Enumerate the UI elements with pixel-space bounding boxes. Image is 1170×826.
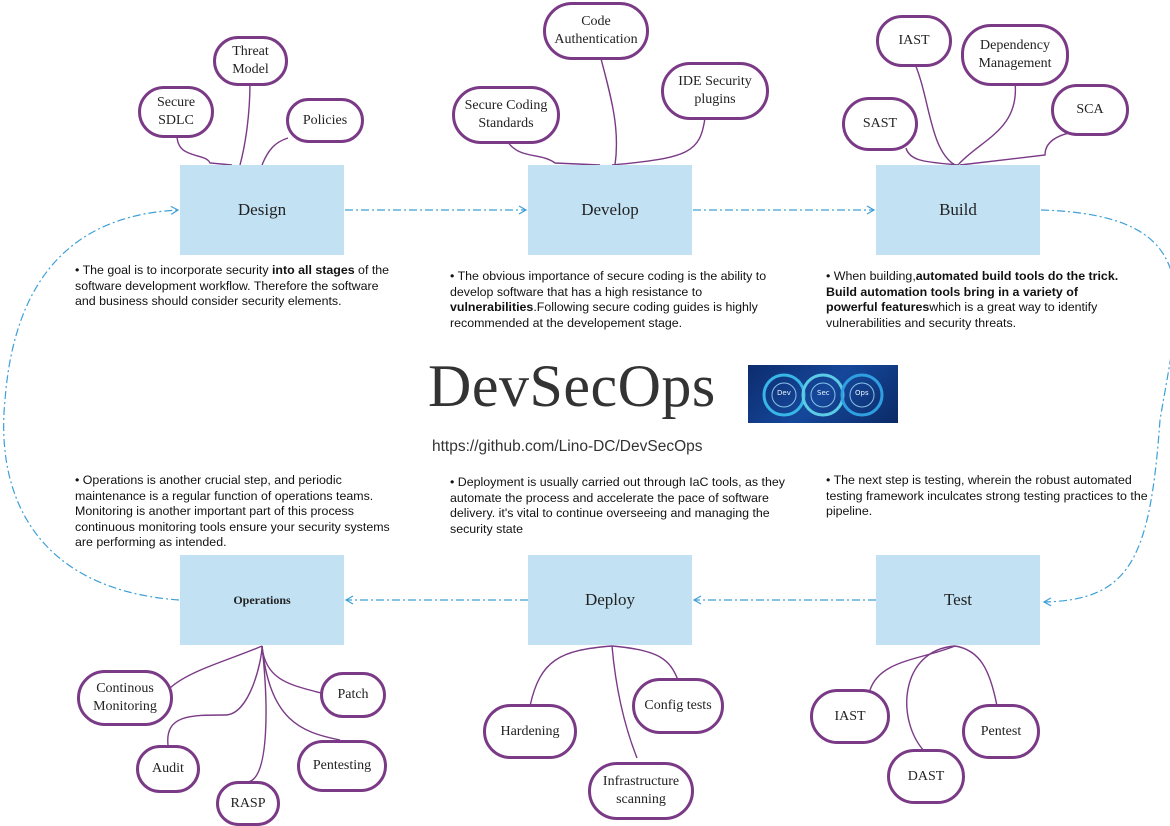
logo-label-sec: Sec [817,389,830,397]
desc-build: • When building,automated build tools do… [826,269,1131,331]
desc-deploy-text: Deployment is usually carried out throug… [450,475,785,536]
desc-operations-text: Operations is another crucial step, and … [75,473,390,550]
bullet: • [826,473,831,487]
arrow-build-test [1040,209,1170,607]
pill-ide-security-plugins: IDE Security plugins [661,62,769,120]
pill-sast: SAST [842,97,918,151]
flow-arrows [3,205,1170,607]
logo-rings [762,373,884,417]
pill-branches [167,54,1091,783]
desc-develop-text-a: The obvious importance of secure coding … [450,269,767,299]
desc-operations: • Operations is another crucial step, an… [75,473,405,551]
pill-code-authentication: Code Authentication [543,2,649,60]
arrow-operations-design [3,205,180,601]
desc-build-text-a: When building, [833,269,916,283]
page-title: DevSecOps [428,353,716,419]
stage-design: Design [180,165,344,255]
desc-design-text-bold: into all stages [271,263,355,277]
desc-deploy: • Deployment is usually carried out thro… [450,475,788,537]
pill-policies: Policies [286,98,364,143]
pill-dependency-management: Dependency Management [961,24,1069,86]
desc-build-text-bold-1: automated build tools do the trick. [915,269,1119,283]
stage-operations: Operations [180,555,344,645]
stage-develop: Develop [528,165,692,255]
repo-url[interactable]: https://github.com/Lino-DC/DevSecOps [432,438,703,455]
devsecops-logo: Dev Sec Ops [748,365,898,423]
desc-test: • The next step is testing, wherein the … [826,473,1156,520]
desc-design-text-a: The goal is to incorporate security [82,263,272,277]
pill-rasp: RASP [216,781,280,826]
stage-test: Test [876,555,1040,645]
bullet: • [450,475,455,489]
desc-build-text-bold-2: Build automation tools bring in a variet… [826,284,1078,315]
pill-iast-build: IAST [876,15,952,67]
bullet: • [450,269,455,283]
desc-develop: • The obvious importance of secure codin… [450,269,792,331]
pill-secure-coding-standards: Secure Coding Standards [452,86,560,144]
pill-pentest: Pentest [962,704,1040,759]
pill-continous-monitoring: Continous Monitoring [77,670,173,726]
pill-config-tests: Config tests [632,678,724,734]
pill-pentesting: Pentesting [297,740,387,792]
logo-label-dev: Dev [777,389,791,397]
bullet: • [826,269,831,283]
pill-infrastructure-scanning: Infrastructure scanning [588,762,694,820]
pill-patch: Patch [320,672,386,718]
pill-hardening: Hardening [483,704,577,759]
desc-design: • The goal is to incorporate security in… [75,263,395,310]
desc-develop-text-c: .Following secure coding guides is highl… [450,300,758,330]
pill-dast: DAST [887,749,965,804]
bullet: • [75,263,80,277]
desc-develop-text-bold: vulnerabilities [450,300,534,315]
pill-iast-test: IAST [810,689,890,744]
stage-deploy: Deploy [528,555,692,645]
desc-design-text-c: of the software development workflow. Th… [75,263,390,309]
pill-secure-sdlc: Secure SDLC [138,86,214,138]
pill-sca: SCA [1051,84,1129,136]
pill-audit: Audit [136,745,200,793]
desc-test-text: The next step is testing, wherein the ro… [826,473,1148,519]
pill-threat-model: Threat Model [213,36,288,86]
stage-build: Build [876,165,1040,255]
logo-label-ops: Ops [855,389,869,397]
bullet: • [75,473,80,487]
desc-build-text-e: which is a great way to identify vulnera… [826,300,1098,330]
